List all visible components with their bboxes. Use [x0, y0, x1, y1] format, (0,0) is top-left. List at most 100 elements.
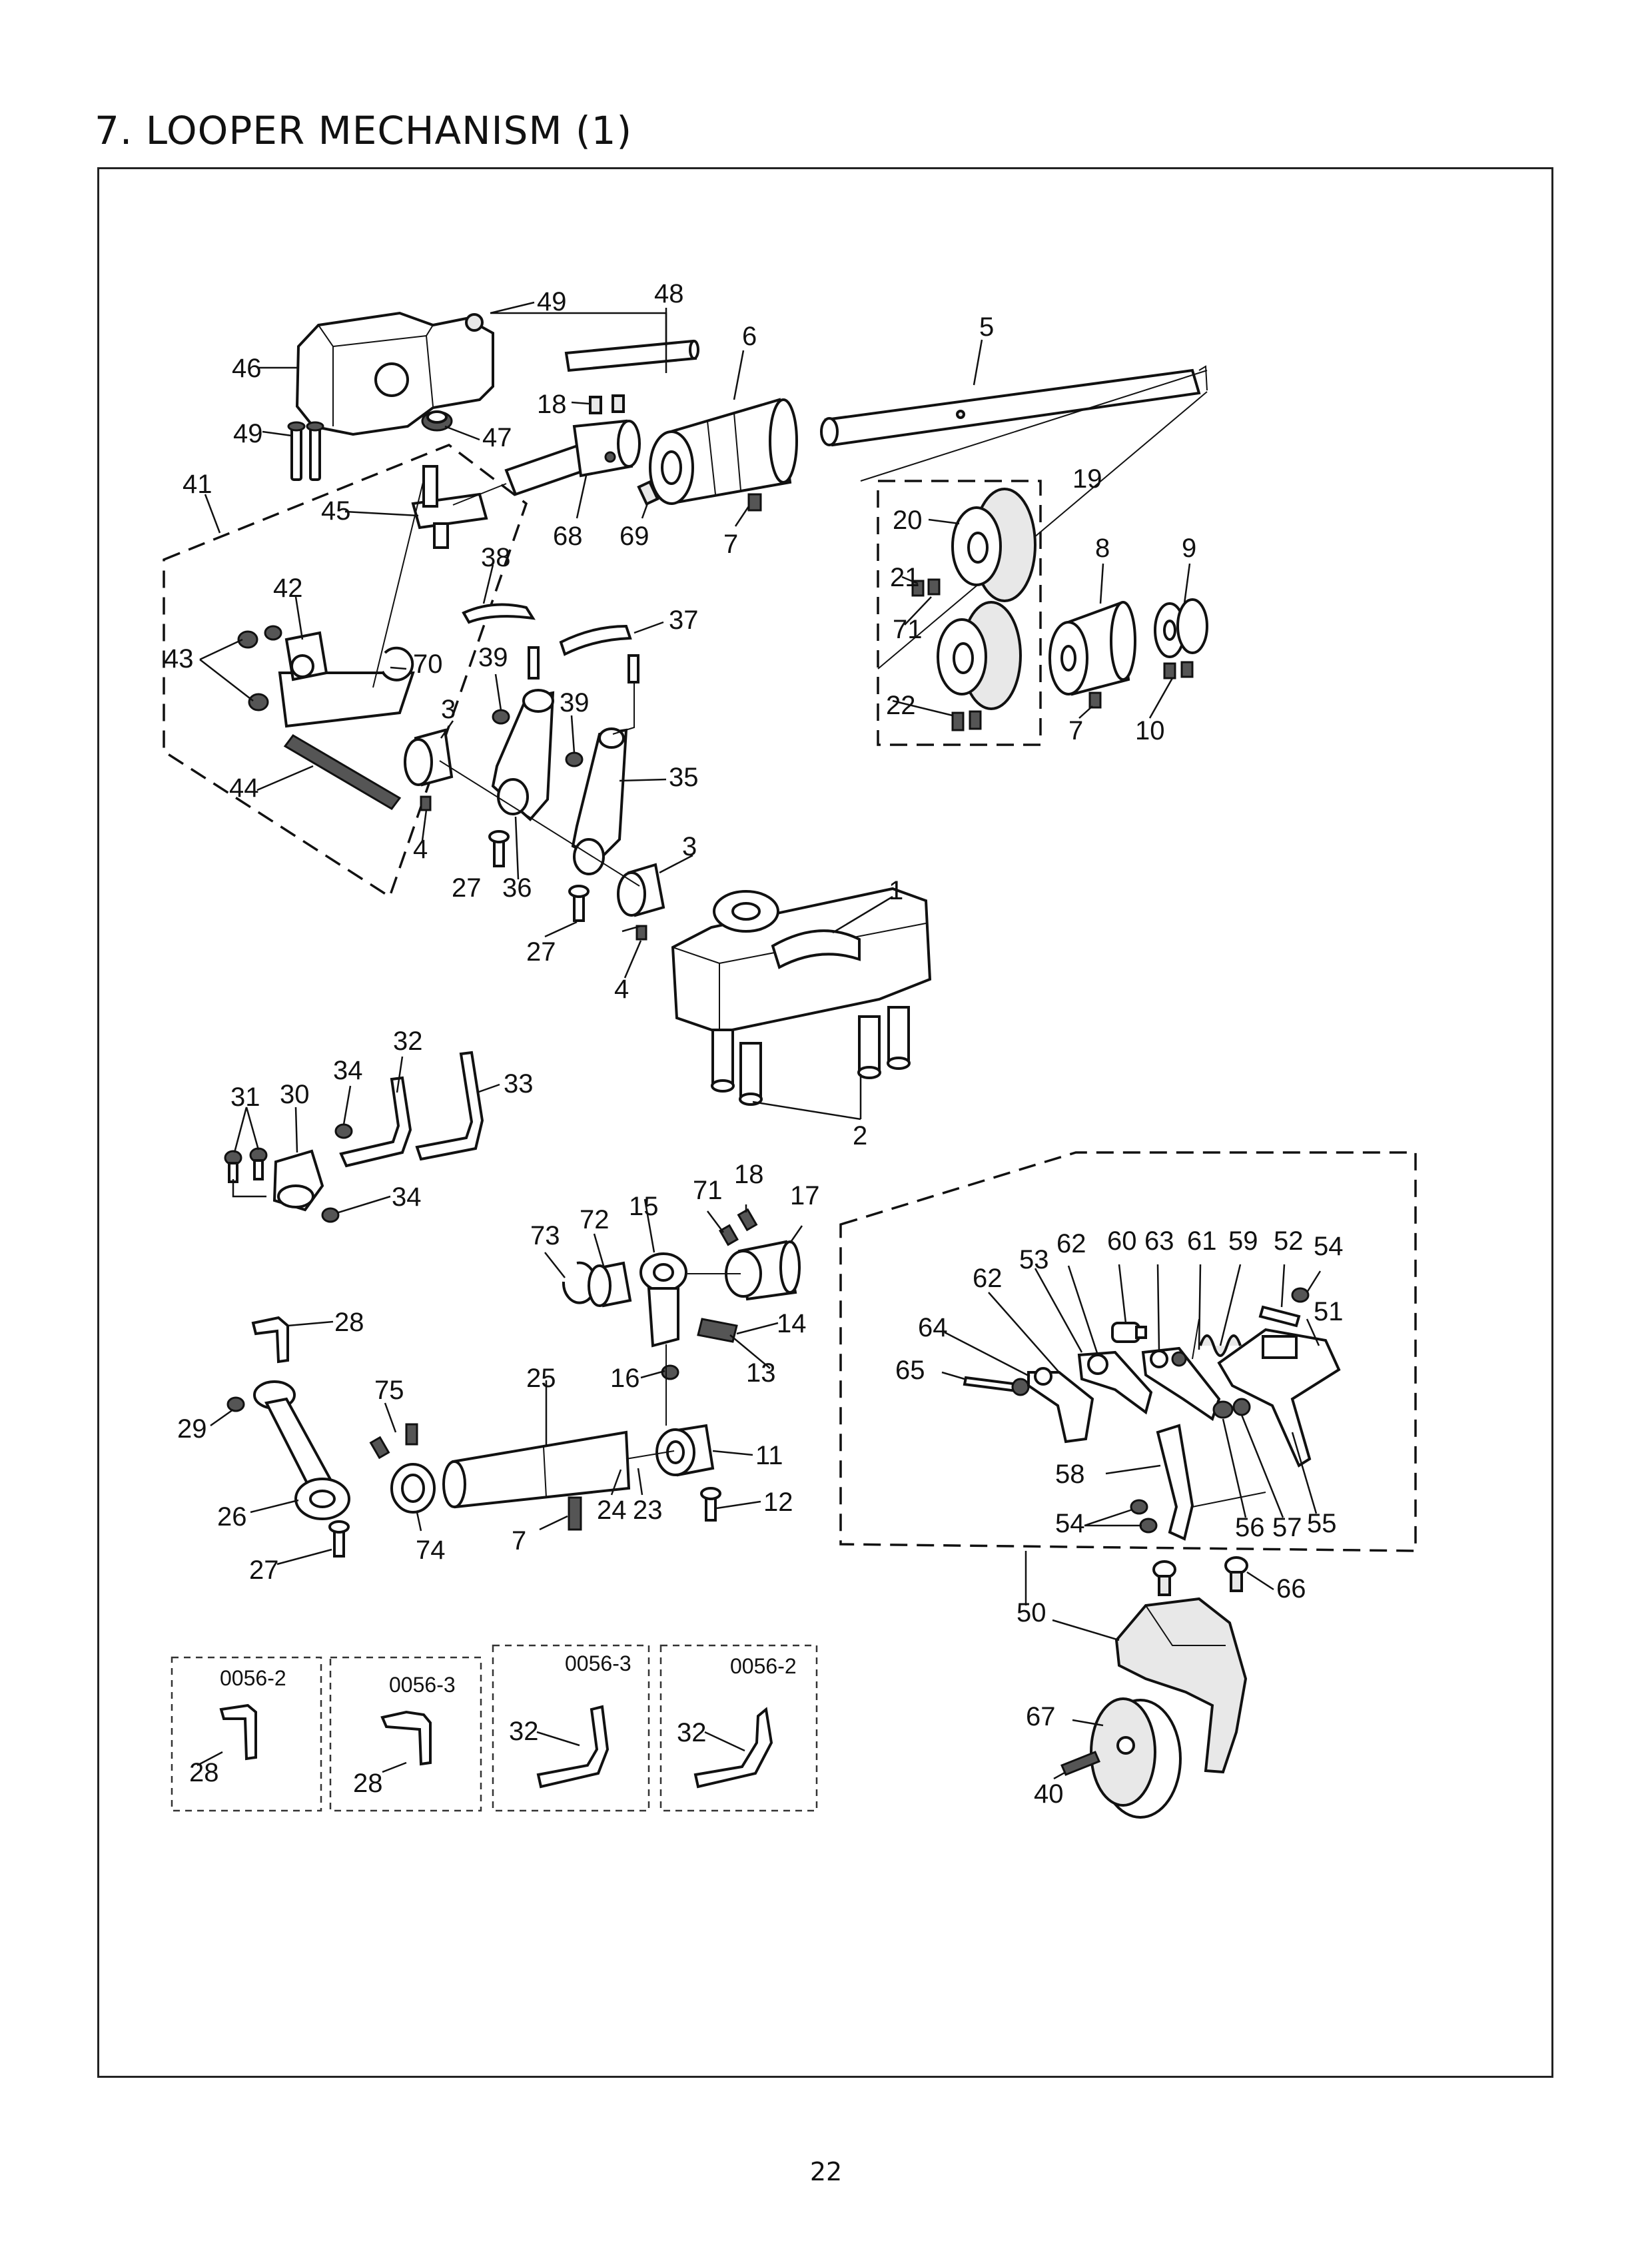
looper-33 [415, 1051, 484, 1161]
bushing-72 [588, 1261, 632, 1308]
ring-9 [1154, 598, 1208, 658]
looper-28 [251, 1316, 289, 1364]
label-26: 26 [217, 1502, 247, 1532]
label-6: 6 [742, 322, 757, 351]
label-18-top: 18 [537, 390, 567, 419]
label-70: 70 [413, 650, 443, 679]
label-39-right: 39 [560, 688, 590, 717]
tension-assembly-50 [1114, 1597, 1248, 1774]
label-74: 74 [416, 1536, 446, 1565]
screw-27-lower [328, 1520, 350, 1558]
screw-34-upper [334, 1123, 353, 1139]
coupling-68 [504, 419, 641, 496]
label-12: 12 [763, 1488, 793, 1517]
label-15: 15 [629, 1192, 659, 1221]
screws-71-18 [719, 1208, 758, 1246]
group-outline-19 [877, 480, 1042, 746]
gear-20 [951, 488, 1036, 602]
diagram-frame [97, 167, 1553, 2078]
set-screws-21 [911, 578, 941, 597]
variant-part-4: 32 [677, 1718, 707, 1747]
link-line-45 [372, 479, 507, 688]
set-screw-4-left [420, 795, 432, 811]
label-4-right: 4 [614, 975, 629, 1004]
screws-75 [369, 1423, 418, 1460]
label-71-group19: 71 [893, 615, 923, 644]
gear-nut-47 [421, 410, 453, 432]
screw-40 [1060, 1751, 1100, 1776]
arm-35 [571, 727, 628, 875]
label-16: 16 [610, 1364, 640, 1393]
label-22: 22 [886, 691, 916, 720]
lever-37 [559, 624, 639, 683]
variant-box-1 [171, 1656, 322, 1812]
label-46: 46 [232, 354, 262, 383]
label-31: 31 [230, 1083, 260, 1112]
sleeve-6 [649, 398, 798, 505]
gear-22 [937, 601, 1022, 710]
variant-code-4: 0056-2 [730, 1654, 797, 1678]
label-52: 52 [1274, 1226, 1304, 1256]
variant-box-3 [492, 1644, 650, 1812]
label-60: 60 [1107, 1226, 1137, 1256]
plate-64 [1027, 1367, 1094, 1444]
variant-labels: 0056-2 28 0056-3 28 0056-3 32 0056-2 32 [189, 1651, 797, 1798]
label-3-right: 3 [682, 832, 697, 861]
pin-60 [1111, 1322, 1147, 1343]
screws-54-lower [1130, 1499, 1158, 1534]
label-65: 65 [895, 1356, 925, 1385]
label-24: 24 [597, 1496, 627, 1525]
label-71-center: 71 [693, 1176, 723, 1205]
label-18-center: 18 [734, 1160, 764, 1189]
label-19: 19 [1072, 464, 1102, 494]
label-72: 72 [580, 1205, 610, 1234]
axis-line-shaft [625, 1450, 675, 1460]
screw-16 [661, 1364, 679, 1380]
label-7-right: 7 [1068, 716, 1083, 745]
label-29: 29 [177, 1414, 207, 1444]
washers-56-57 [1212, 1398, 1251, 1419]
looper-arm-42 [278, 631, 415, 728]
screw-52-54 [1258, 1287, 1310, 1328]
label-68: 68 [553, 522, 583, 551]
label-17: 17 [790, 1181, 820, 1210]
screws-66 [1152, 1556, 1248, 1596]
variant-box-4 [659, 1644, 818, 1812]
plate-63-61 [1141, 1346, 1221, 1422]
variant-box-2 [329, 1656, 482, 1812]
label-48: 48 [654, 279, 684, 308]
variant-code-1: 0056-2 [220, 1666, 286, 1690]
label-64: 64 [918, 1313, 948, 1342]
label-7-top: 7 [723, 530, 738, 559]
variant-looper-28-a [219, 1703, 257, 1761]
link-line-37 [612, 683, 635, 735]
screws-43 [237, 625, 282, 711]
set-screw-7-bottom [568, 1496, 582, 1531]
label-55: 55 [1307, 1509, 1337, 1538]
looper-housing-46 [295, 311, 494, 436]
shaft-extension-line [860, 370, 1208, 670]
label-34-upper: 34 [333, 1056, 363, 1085]
link-line-group50 [1192, 1318, 1266, 1508]
label-51: 51 [1314, 1297, 1344, 1326]
chain-44 [283, 734, 402, 810]
label-56: 56 [1235, 1513, 1265, 1542]
page-number: 22 [809, 2157, 843, 2186]
main-shaft-5 [820, 365, 1208, 447]
label-9: 9 [1182, 534, 1196, 563]
label-49-lower: 49 [233, 419, 263, 448]
rod-48 [564, 339, 699, 372]
variant-looper-32-a [536, 1705, 610, 1789]
shaft-25 [442, 1430, 631, 1509]
axis-line-eccentric [665, 1273, 741, 1426]
bracket-45 [411, 465, 488, 549]
label-57: 57 [1272, 1513, 1302, 1542]
variant-looper-32-b [693, 1707, 773, 1789]
pulley-67 [1090, 1697, 1182, 1819]
bolts-2 [711, 1006, 911, 1106]
screw-29 [226, 1396, 245, 1412]
label-38: 38 [481, 543, 511, 572]
label-33: 33 [504, 1069, 534, 1099]
label-73: 73 [530, 1221, 560, 1250]
